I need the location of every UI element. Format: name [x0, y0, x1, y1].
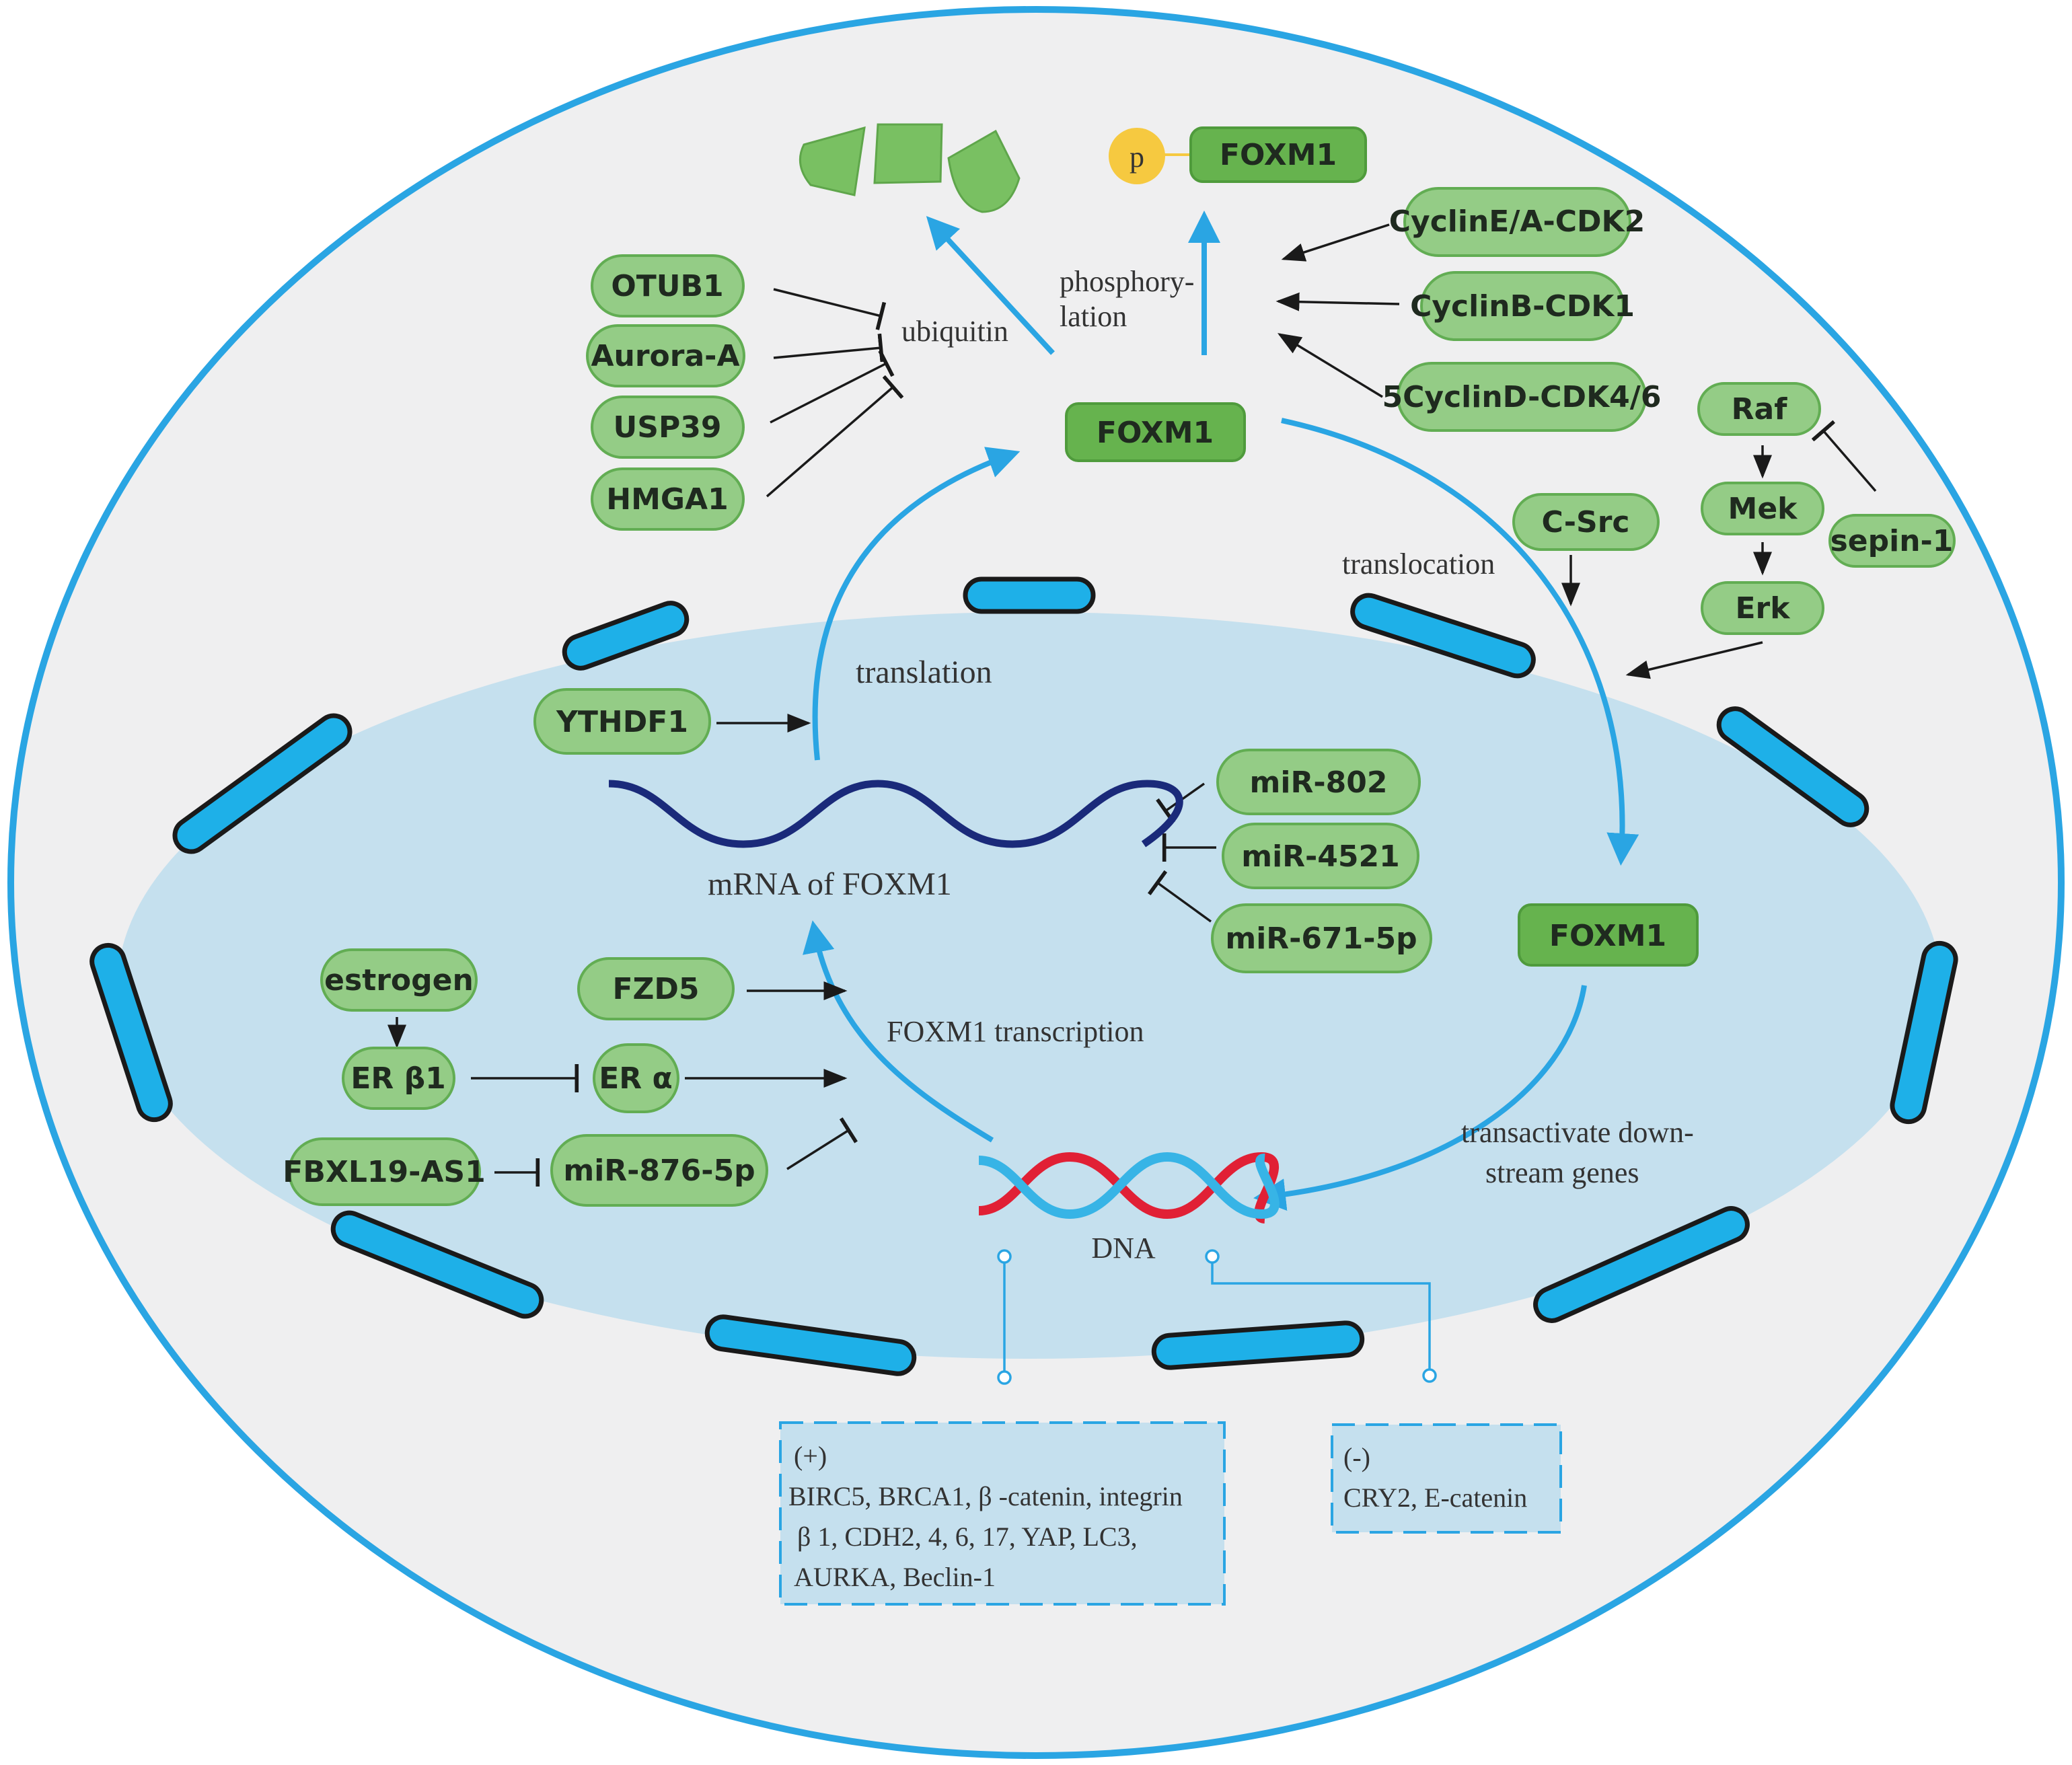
- negative-line-1: CRY2, E-catenin: [1343, 1482, 1527, 1513]
- fzd5-node[interactable]: FZD5: [577, 957, 735, 1020]
- translation-label: translation: [856, 654, 992, 690]
- er-alpha-node[interactable]: ER α: [593, 1043, 679, 1113]
- degraded-protein-fragments: [799, 123, 1021, 213]
- phosphate-label: p: [1130, 141, 1144, 174]
- positive-line-3: AURKA, Beclin-1: [794, 1562, 996, 1592]
- svg-text:CyclinB-CDK1: CyclinB-CDK1: [1410, 289, 1635, 324]
- raf-node[interactable]: Raf: [1697, 382, 1821, 436]
- foxm1-phosphorylated-node[interactable]: FOXM1: [1189, 126, 1367, 183]
- hmga1-node[interactable]: HMGA1: [591, 467, 745, 531]
- er-beta1-node[interactable]: ER β1: [342, 1047, 455, 1110]
- c-src-node[interactable]: C-Src: [1512, 493, 1660, 551]
- svg-text:USP39: USP39: [614, 410, 722, 445]
- fbxl19-as1-node[interactable]: FBXL19-AS1: [283, 1137, 486, 1206]
- activation-arrows: [387, 223, 1772, 1088]
- svg-text:sepin-1: sepin-1: [1830, 524, 1954, 558]
- cyclin-b-cdk1-node[interactable]: CyclinB-CDK1: [1410, 271, 1635, 341]
- nuclear-envelope: [89, 576, 1958, 1376]
- otub1-node[interactable]: OTUB1: [591, 254, 745, 317]
- positive-header: (+): [794, 1441, 827, 1471]
- positive-line-2: β 1, CDH2, 4, 6, 17, YAP, LC3,: [797, 1522, 1138, 1552]
- svg-text:OTUB1: OTUB1: [611, 269, 723, 303]
- svg-text:Erk: Erk: [1735, 591, 1791, 626]
- mir-671-5p-node[interactable]: miR-671-5p: [1211, 903, 1432, 973]
- svg-text:Mek: Mek: [1728, 492, 1799, 526]
- svg-text:FOXM1: FOXM1: [1097, 416, 1214, 450]
- svg-text:estrogen: estrogen: [324, 963, 474, 998]
- svg-text:C-Src: C-Src: [1541, 505, 1629, 539]
- cyclin-e-a-cdk2-node[interactable]: CyclinE/A-CDK2: [1389, 187, 1645, 257]
- ubiquitin-label: ubiquitin: [901, 315, 1008, 348]
- svg-text:ER β1: ER β1: [350, 1061, 445, 1096]
- svg-text:5CyclinD-CDK4/6: 5CyclinD-CDK4/6: [1382, 380, 1662, 414]
- svg-text:miR-4521: miR-4521: [1241, 839, 1400, 874]
- negative-genes-box: [1331, 1423, 1562, 1534]
- dna-helix: [978, 1152, 1280, 1224]
- usp39-node[interactable]: USP39: [591, 396, 745, 459]
- pathway-nodes: FOXM1 CyclinE/A-CDK2 CyclinB-CDK1 5Cycli…: [283, 126, 1956, 1207]
- blue-pathway-arrows: [803, 211, 1639, 1211]
- phosphate-circle: [1109, 128, 1165, 184]
- svg-text:YTHDF1: YTHDF1: [556, 705, 688, 739]
- estrogen-node[interactable]: estrogen: [320, 948, 478, 1012]
- erk-node[interactable]: Erk: [1701, 581, 1824, 635]
- aurora-a-node[interactable]: Aurora-A: [586, 324, 745, 387]
- pathway-labels: phosphory- lation ubiquitin translocatio…: [708, 265, 1694, 1265]
- svg-text:FBXL19-AS1: FBXL19-AS1: [283, 1155, 485, 1189]
- mir-4521-node[interactable]: miR-4521: [1222, 823, 1419, 889]
- positive-genes-box: [779, 1421, 1226, 1606]
- svg-text:HMGA1: HMGA1: [606, 482, 728, 517]
- svg-text:Raf: Raf: [1732, 392, 1788, 426]
- svg-text:FZD5: FZD5: [612, 972, 699, 1006]
- svg-text:FOXM1: FOXM1: [1220, 138, 1337, 172]
- transcription-label: FOXM1 transcription: [887, 1015, 1144, 1048]
- svg-text:miR-876-5p: miR-876-5p: [563, 1154, 755, 1188]
- svg-text:CyclinE/A-CDK2: CyclinE/A-CDK2: [1389, 204, 1645, 239]
- sepin-1-node[interactable]: sepin-1: [1828, 514, 1956, 568]
- mek-node[interactable]: Mek: [1701, 482, 1824, 535]
- negative-header: (-): [1343, 1442, 1370, 1472]
- transactivate-label-2: stream genes: [1485, 1156, 1639, 1189]
- foxm1-cytoplasm-node[interactable]: FOXM1: [1065, 402, 1246, 462]
- svg-text:miR-671-5p: miR-671-5p: [1225, 922, 1417, 956]
- svg-text:miR-802: miR-802: [1250, 765, 1388, 800]
- gene-connectors: [997, 1249, 1437, 1385]
- mir-802-node[interactable]: miR-802: [1216, 749, 1421, 815]
- dna-label: DNA: [1091, 1232, 1156, 1265]
- svg-text:ER α: ER α: [599, 1061, 672, 1096]
- inhibition-lines: [471, 288, 1877, 1187]
- foxm1-nucleus-node[interactable]: FOXM1: [1518, 903, 1699, 967]
- mrna-label: mRNA of FOXM1: [708, 866, 952, 902]
- svg-text:FOXM1: FOXM1: [1549, 919, 1666, 953]
- ythdf1-node[interactable]: YTHDF1: [533, 688, 711, 755]
- transactivate-label-1: transactivate down-: [1461, 1116, 1694, 1149]
- phosphorylation-label-2: lation: [1060, 300, 1127, 333]
- mir-876-5p-node[interactable]: miR-876-5p: [550, 1134, 768, 1207]
- mrna-strand: [608, 780, 1183, 848]
- svg-text:Aurora-A: Aurora-A: [591, 339, 739, 373]
- cyclin-d-cdk4-6-node[interactable]: 5CyclinD-CDK4/6: [1382, 362, 1662, 432]
- translocation-label: translocation: [1342, 548, 1495, 580]
- positive-line-1: BIRC5, BRCA1, β -catenin, integrin: [788, 1481, 1183, 1511]
- phosphorylation-label-1: phosphory-: [1060, 265, 1194, 298]
